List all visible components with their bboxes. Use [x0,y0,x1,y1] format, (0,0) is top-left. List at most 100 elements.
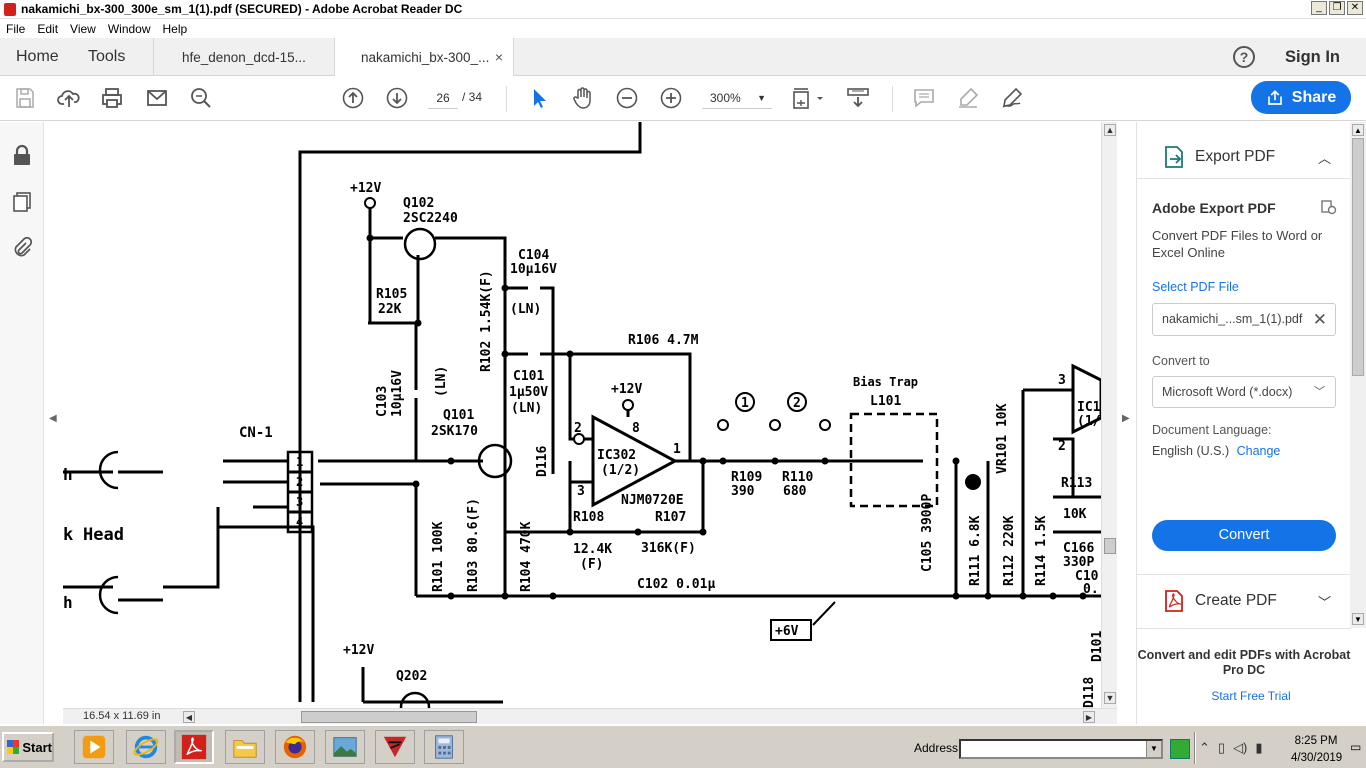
comment-icon[interactable] [912,86,936,110]
select-pdf-file-link[interactable]: Select PDF File [1152,280,1239,294]
system-tray: ⌃ ▯ ◁) ▮ [1199,740,1263,756]
tab-tools[interactable]: Tools [88,48,126,65]
left-rail [0,122,44,724]
acrobat-taskbar-icon[interactable] [174,730,214,764]
select-cursor-icon[interactable] [527,86,551,110]
tab-home[interactable]: Home [16,48,59,65]
email-icon[interactable] [145,86,169,110]
zoom-out-icon[interactable] [615,86,639,110]
document-horizontal-scrollbar[interactable]: ◀ ▶ [181,710,1098,724]
collapse-left-panel-icon[interactable]: ◀ [49,413,57,424]
label-bias-trap: Bias Trap [853,375,918,389]
convert-button[interactable]: Convert [1152,520,1336,551]
clear-file-icon[interactable]: ✕ [1312,310,1327,329]
menu-file[interactable]: File [6,21,26,36]
tab-doc-denon[interactable]: hfe_denon_dcd-15... [153,38,333,76]
label-c104-val: 10μ16V [510,262,557,277]
chevron-down-icon: ﹀ [1317,594,1331,610]
label-c103: C103 [375,386,390,417]
menu-view[interactable]: View [70,21,96,36]
volume-icon[interactable]: ◁) [1233,740,1248,755]
label-r108-f: (F) [580,557,603,572]
lock-icon[interactable] [11,144,33,166]
scroll-down-arrow-icon[interactable]: ▼ [1104,692,1116,704]
tab-doc-nakamichi[interactable]: nakamichi_bx-300_... × [334,38,514,77]
right-panel-scroll-thumb[interactable] [1352,138,1364,376]
selected-file-field[interactable]: nakamichi_...sm_1(1).pdf ✕ [1152,303,1336,336]
scroll-mode-icon[interactable] [846,86,870,110]
share-button[interactable]: Share [1251,81,1351,114]
label-k: k [63,525,73,545]
sign-in-link[interactable]: Sign In [1285,48,1340,66]
minimize-button[interactable]: _ [1311,1,1327,15]
close-window-button[interactable]: ✕ [1347,1,1363,15]
signal-icon[interactable]: ▮ [1255,740,1263,755]
show-hidden-icons-icon[interactable]: ⌃ [1199,740,1210,755]
document-language-row: English (U.S.) Change [1152,444,1280,458]
document-vertical-scrollbar[interactable]: ▲ ▼ [1101,122,1117,708]
photo-viewer-icon[interactable] [325,730,365,764]
network-icon[interactable]: ▯ [1217,740,1226,755]
print-icon[interactable] [100,86,124,110]
zoom-select[interactable]: 300% ▼ [702,87,772,109]
chevron-down-icon[interactable]: ▼ [1146,741,1161,757]
pages-icon[interactable] [11,191,33,213]
scroll-up-arrow-icon[interactable]: ▲ [1104,124,1116,136]
go-button[interactable] [1170,739,1190,759]
expand-right-panel-icon[interactable]: ▶ [1122,413,1130,424]
highlight-icon[interactable] [956,86,980,110]
internet-explorer-icon[interactable] [126,730,166,764]
convert-to-select[interactable]: Microsoft Word (*.docx) ﹀ [1152,376,1336,408]
clock[interactable]: 8:25 PM 4/30/2019 [1291,733,1342,767]
share-icon [1267,89,1282,105]
cloud-upload-icon[interactable] [57,86,81,110]
change-language-link[interactable]: Change [1236,444,1281,458]
menu-help[interactable]: Help [162,21,188,36]
label-h2: h [63,593,73,612]
firefox-icon[interactable] [275,730,315,764]
status-bar: 16.54 x 11.69 in ◀ ▶ [63,708,1117,724]
diagram-app-icon[interactable] [375,730,415,764]
attachment-icon[interactable] [11,236,33,258]
search-icon[interactable] [189,86,213,110]
horizontal-scroll-thumb[interactable] [301,711,477,723]
scroll-left-arrow-icon[interactable]: ◀ [183,711,195,723]
document-view[interactable]: +12V Q102 2SC2240 C104 10μ16V (LN) R105 … [63,122,1108,723]
label-r108: R108 [573,510,604,525]
media-player-icon[interactable] [74,730,114,764]
label-r106: R106 4.7M [628,333,699,348]
close-tab-icon[interactable]: × [494,49,503,65]
label-r111: R111 6.8K [968,515,983,586]
label-ln3: (LN) [434,366,449,397]
calculator-icon[interactable] [424,730,464,764]
export-pdf-section-header[interactable]: Export PDF ︿ [1137,130,1351,184]
menu-edit[interactable]: Edit [37,21,59,36]
help-icon[interactable]: ? [1233,46,1255,68]
address-input[interactable]: ▼ [959,739,1163,759]
cloud-info-icon[interactable] [1320,199,1337,215]
sign-icon[interactable] [1000,86,1024,110]
hand-tool-icon[interactable] [571,86,595,110]
save-icon[interactable] [13,86,37,110]
label-r104: R104 470K [519,521,534,592]
page-up-icon[interactable] [341,86,365,110]
page-number-input[interactable]: 26 [428,87,458,109]
scroll-down-arrow-icon[interactable]: ▼ [1352,613,1364,625]
file-explorer-icon[interactable] [225,730,265,764]
notification-icon[interactable]: ▭ [1350,740,1362,754]
vertical-scroll-thumb[interactable] [1104,538,1116,554]
right-panel-scrollbar[interactable]: ▲ ▼ [1350,122,1366,628]
panel-divider [1137,628,1351,629]
create-pdf-section-header[interactable]: Create PDF ﹀ [1137,574,1351,628]
chevron-down-icon: ▼ [757,93,766,103]
page-fit-icon[interactable] [791,86,825,110]
menu-window[interactable]: Window [107,21,151,36]
export-description: Convert PDF Files to Word or Excel Onlin… [1152,228,1323,260]
start-free-trial-link[interactable]: Start Free Trial [1211,689,1291,703]
page-down-icon[interactable] [385,86,409,110]
restore-button[interactable]: ❐ [1329,1,1345,15]
scroll-right-arrow-icon[interactable]: ▶ [1083,711,1095,723]
scroll-up-arrow-icon[interactable]: ▲ [1352,124,1364,136]
start-button[interactable]: Start [2,732,54,762]
zoom-in-icon[interactable] [659,86,683,110]
